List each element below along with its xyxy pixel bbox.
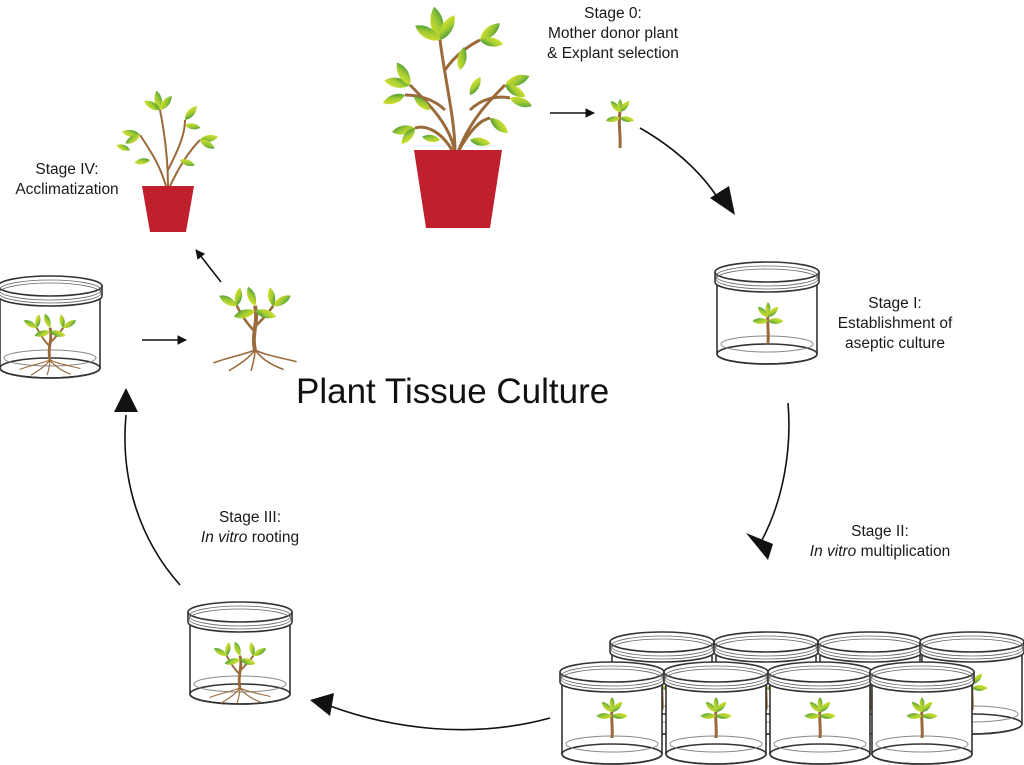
stage3-jar-icon [187,601,293,705]
arrow-stage3-to-rooted [124,414,181,586]
stage1-line3: aseptic culture [845,335,945,352]
stage1-jar-icon [714,261,820,365]
stage4-line2: Acclimatization [15,181,119,198]
stage2-jars-icon [559,631,1024,765]
arrow-explant-to-stage1 [639,127,723,206]
stage1-line2: Establishment of [837,315,953,332]
stage3-label: Stage III: In vitro rooting [180,508,320,548]
stage1-line1: Stage I: [868,295,922,312]
rooted-jar-icon [0,275,103,379]
stage2-line1: Stage II: [851,523,909,540]
explant-icon [605,99,635,149]
mother-plant-icon [381,5,534,228]
stage3-italic: In vitro [200,529,248,546]
small-potted-plant-icon [115,90,219,232]
stage2-label: Stage II: In vitro multiplication [790,522,970,562]
stage0-label: Stage 0: Mother donor plant & Explant se… [528,4,698,64]
cycle-arrows [114,108,790,731]
stage2-rest: multiplication [856,543,951,560]
stage0-line3: & Explant selection [547,45,679,62]
arrow-stage1-to-stage2 [761,402,790,541]
stage1-label: Stage I: Establishment of aseptic cultur… [820,294,970,354]
arrow-stage2-to-stage3 [329,705,551,731]
diagram-title: Plant Tissue Culture [296,372,610,411]
stage3-line2: In vitro rooting [180,528,320,548]
rooted-plantlet-icon [213,285,296,370]
stage2-line2: In vitro multiplication [790,542,970,562]
stage0-line2: Mother donor plant [547,25,679,42]
stage2-italic: In vitro [809,543,857,560]
arrow-plantlet-to-pot [195,249,222,283]
stage4-label: Stage IV: Acclimatization [2,160,132,200]
stage3-line1: Stage III: [218,509,282,526]
stage4-line1: Stage IV: [35,161,99,178]
stage3-rest: rooting [247,529,300,546]
stage0-line1: Stage 0: [584,5,642,22]
